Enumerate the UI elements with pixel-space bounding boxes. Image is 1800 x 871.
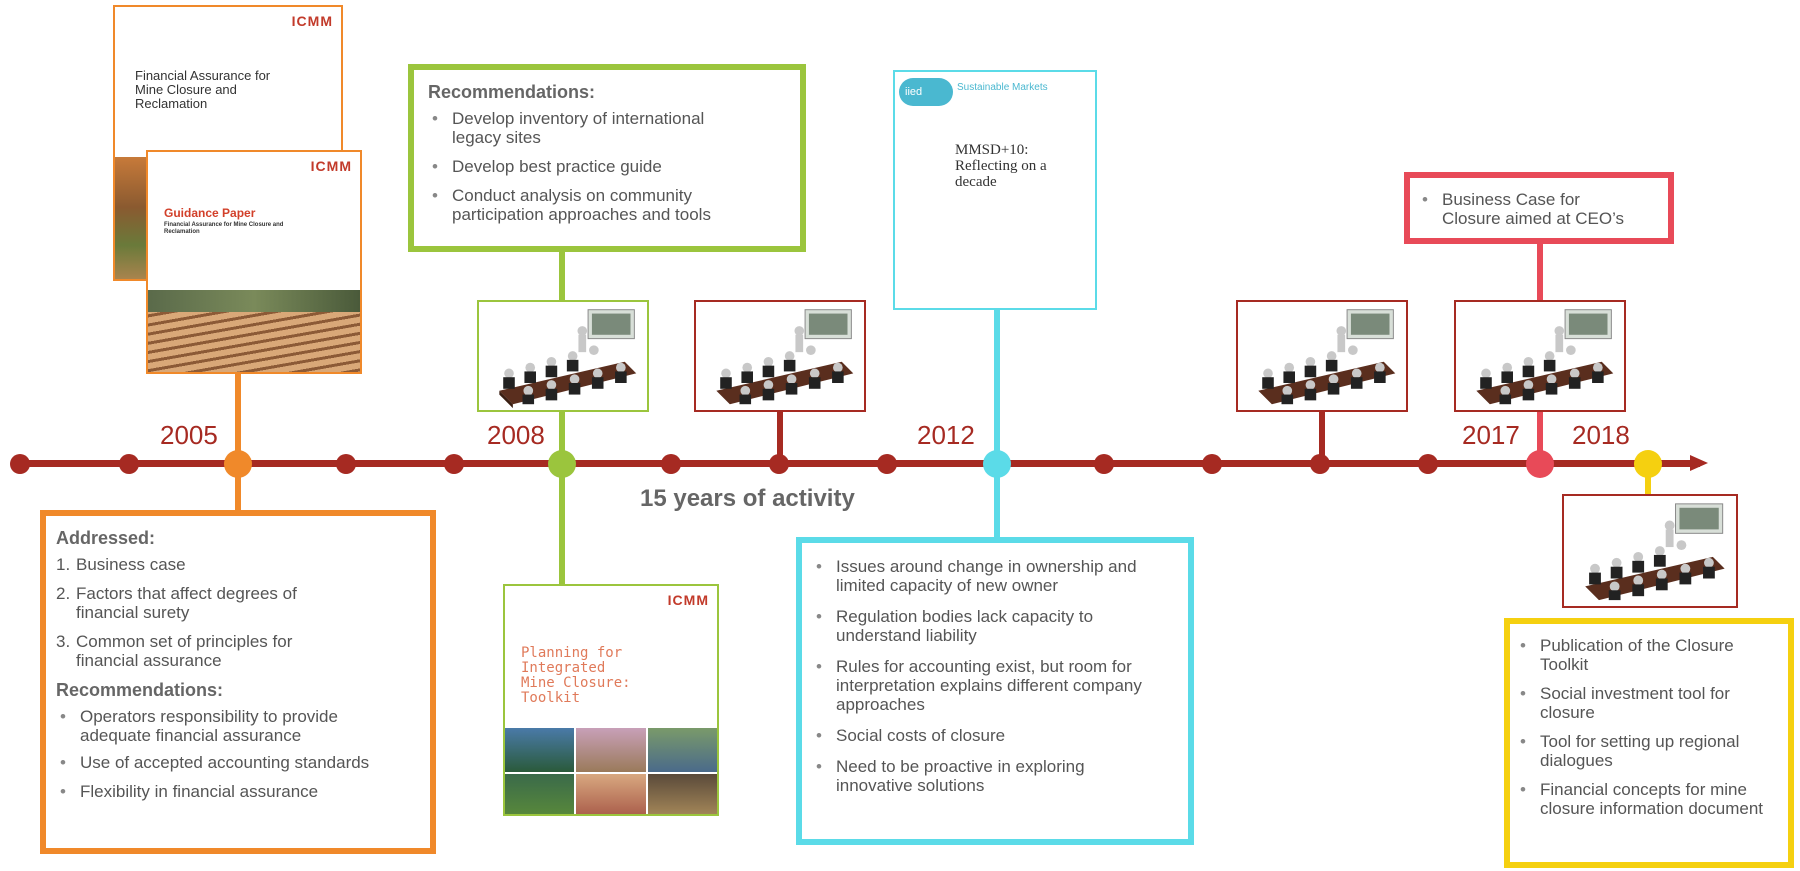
list-item: Rules for accounting exist, but room for… xyxy=(812,657,1166,714)
recommendations-list: Operators responsibility to provide adeq… xyxy=(56,707,422,801)
connector-2017-mid xyxy=(1537,410,1543,460)
boardroom-illustration xyxy=(499,309,637,409)
year-label-2012: 2012 xyxy=(917,420,975,450)
doc-cover-guidance-paper: ICMM Guidance Paper Financial Assurance … xyxy=(146,150,362,374)
timeline-dot xyxy=(336,454,356,474)
list-item: 1.Business case xyxy=(56,555,186,574)
box-2017: Business Case for Closure aimed at CEO’s xyxy=(1404,172,1674,244)
list-item: 2.Factors that affect degrees of financi… xyxy=(56,584,297,622)
doc-cover-planning-toolkit: ICMM Planning for Integrated Mine Closur… xyxy=(503,584,719,816)
timeline-dot xyxy=(769,454,789,474)
timeline-caption: 15 years of activity xyxy=(640,485,855,512)
connector-2008-mid xyxy=(559,410,565,460)
connector-2017-up xyxy=(1537,240,1543,300)
meeting-image-2010 xyxy=(694,300,866,412)
box-2008: Recommendations: Develop inventory of in… xyxy=(408,64,806,252)
list-item: Use of accepted accounting standards xyxy=(56,753,422,772)
list-item: Conduct analysis on community participat… xyxy=(428,186,752,224)
boardroom-illustration xyxy=(1476,309,1614,405)
boardroom-illustration xyxy=(1585,503,1725,601)
doc-series: Sustainable Markets xyxy=(957,82,1048,93)
list-item: Operators responsibility to provide adeq… xyxy=(56,707,380,745)
recommendations-header: Recommendations: xyxy=(56,680,224,700)
doc-image-sky xyxy=(148,290,360,312)
list-item: Financial concepts for mine closure info… xyxy=(1516,780,1770,818)
list-item: Develop best practice guide xyxy=(428,157,790,176)
timeline-dot xyxy=(661,454,681,474)
addressed-list: 1.Business case 2.Factors that affect de… xyxy=(56,555,422,670)
box-2018: Publication of the Closure Toolkit Socia… xyxy=(1504,618,1794,868)
iied-logo: iied xyxy=(899,78,953,106)
list-item: Social costs of closure xyxy=(812,726,1178,745)
list-item: Business Case for Closure aimed at CEO’s xyxy=(1418,190,1642,228)
connector-2012-down xyxy=(994,466,1000,538)
list-item: Need to be proactive in exploring innova… xyxy=(812,757,1146,795)
business-case-list: Business Case for Closure aimed at CEO’s xyxy=(1418,190,1660,228)
timeline-dot xyxy=(1418,454,1438,474)
timeline-axis xyxy=(20,460,1700,467)
list-item: Publication of the Closure Toolkit xyxy=(1516,636,1780,674)
doc-photo-collage xyxy=(505,728,717,814)
connector-2005-up xyxy=(235,372,241,462)
doc-title: MMSD+10: Reflecting on a decade xyxy=(955,142,1047,190)
year-label-2018: 2018 xyxy=(1572,420,1630,450)
doc-cover-mmsd: iied Sustainable Markets MMSD+10: Reflec… xyxy=(893,70,1097,310)
timeline-dot xyxy=(877,454,897,474)
recommendations-list: Develop inventory of international legac… xyxy=(428,109,790,224)
list-item: Issues around change in ownership and li… xyxy=(812,557,1146,595)
addressed-header: Addressed: xyxy=(56,528,156,548)
boardroom-illustration xyxy=(716,309,854,405)
icmm-logo: ICMM xyxy=(667,592,709,608)
doc-title: Planning for Integrated Mine Closure: To… xyxy=(521,645,631,706)
meeting-image-2015 xyxy=(1236,300,1408,412)
meeting-image-2018 xyxy=(1562,494,1738,608)
issues-list: Issues around change in ownership and li… xyxy=(812,557,1178,795)
timeline-dot xyxy=(1094,454,1114,474)
meeting-image-2008 xyxy=(477,300,649,412)
list-item: Social investment tool for closure xyxy=(1516,684,1760,722)
doc-title: Financial Assurance for Mine Closure and… xyxy=(135,68,271,111)
year-label-2017: 2017 xyxy=(1462,420,1520,450)
timeline-dot xyxy=(444,454,464,474)
list-item: Develop inventory of international legac… xyxy=(428,109,742,147)
box-2012: Issues around change in ownership and li… xyxy=(796,537,1194,845)
meeting-image-2017 xyxy=(1454,300,1626,412)
list-item: Regulation bodies lack capacity to under… xyxy=(812,607,1146,645)
box-2005: Addressed: 1.Business case 2.Factors tha… xyxy=(40,510,436,854)
year-label-2008: 2008 xyxy=(487,420,545,450)
icmm-logo: ICMM xyxy=(291,13,333,29)
boardroom-illustration xyxy=(1258,309,1396,405)
year-label-2005: 2005 xyxy=(160,420,218,450)
timeline-dot xyxy=(1202,454,1222,474)
connector-meeting-2010 xyxy=(777,410,783,460)
connector-2005-down xyxy=(235,466,241,512)
icmm-logo: ICMM xyxy=(310,158,352,174)
recommendations-header: Recommendations: xyxy=(428,82,596,102)
doc-title: Guidance Paper xyxy=(164,206,256,220)
list-item: Tool for setting up regional dialogues xyxy=(1516,732,1790,770)
list-item: 3.Common set of principles for financial… xyxy=(56,632,293,670)
list-item: Flexibility in financial assurance xyxy=(56,782,422,801)
timeline-dot xyxy=(119,454,139,474)
connector-meeting-2015 xyxy=(1319,410,1325,460)
connector-2008-down xyxy=(559,466,565,584)
outputs-list: Publication of the Closure Toolkit Socia… xyxy=(1516,636,1782,818)
doc-subtitle: Financial Assurance for Mine Closure and… xyxy=(164,222,284,235)
connector-2008-up xyxy=(559,248,565,300)
connector-2018-down xyxy=(1645,466,1651,494)
timeline-dot xyxy=(1310,454,1330,474)
connector-2012-up xyxy=(994,307,1000,460)
timeline-dot xyxy=(10,454,30,474)
timeline-arrowhead xyxy=(1690,455,1708,471)
